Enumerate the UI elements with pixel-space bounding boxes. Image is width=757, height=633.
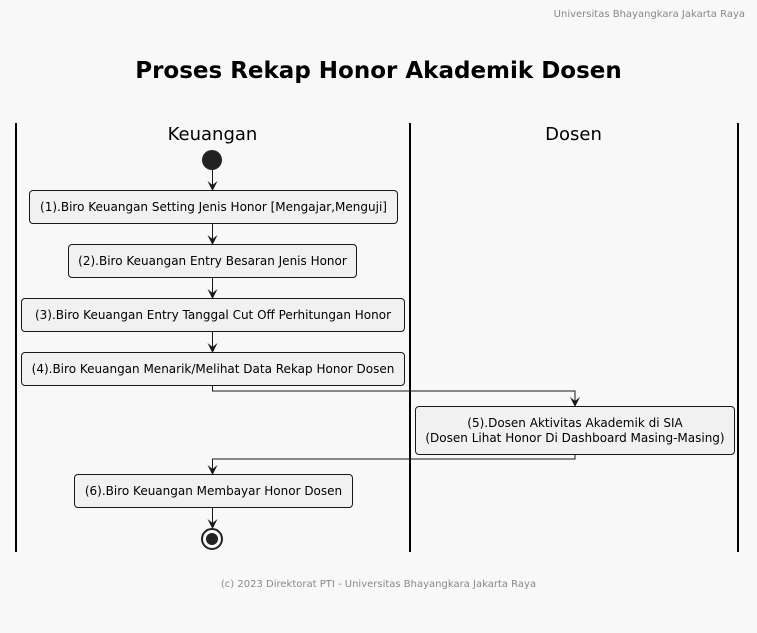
action-3-label: (3).Biro Keuangan Entry Tanggal Cut Off …	[34, 307, 392, 322]
action-3: (3).Biro Keuangan Entry Tanggal Cut Off …	[21, 298, 405, 332]
action-1-label: (1).Biro Keuangan Setting Jenis Honor [M…	[40, 199, 387, 214]
action-2: (2).Biro Keuangan Entry Besaran Jenis Ho…	[68, 244, 357, 278]
action-6: (6).Biro Keuangan Membayar Honor Dosen	[74, 474, 353, 508]
lane-title-dosen: Dosen	[545, 124, 602, 145]
footer-text: (c) 2023 Direktorat PTI - Universitas Bh…	[220, 579, 537, 590]
diagram-title: Proses Rekap Honor Akademik Dosen	[135, 58, 622, 84]
lane-title-keuangan: Keuangan	[167, 124, 258, 145]
start-node	[202, 150, 222, 170]
action-4-label: (4).Biro Keuangan Menarik/Melihat Data R…	[31, 361, 395, 376]
arrow-a5-to-a6	[207, 455, 576, 475]
end-node	[201, 528, 223, 550]
action-6-label: (6).Biro Keuangan Membayar Honor Dosen	[84, 483, 343, 498]
action-5-label-line-1: (5).Dosen Aktivitas Akademik di SIA	[467, 415, 683, 430]
action-5: (5).Dosen Aktivitas Akademik di SIA (Dos…	[415, 406, 735, 455]
action-1: (1).Biro Keuangan Setting Jenis Honor [M…	[29, 190, 398, 224]
action-5-label-line-2: (Dosen Lihat Honor Di Dashboard Masing-M…	[425, 430, 725, 445]
action-4: (4).Biro Keuangan Menarik/Melihat Data R…	[21, 352, 405, 386]
action-2-label: (2).Biro Keuangan Entry Besaran Jenis Ho…	[78, 253, 347, 268]
swimlane-divider-left	[15, 123, 17, 552]
swimlane-divider-middle	[409, 123, 411, 552]
header-text: Universitas Bhayangkara Jakarta Raya	[553, 9, 745, 20]
arrow-a4-to-a5	[212, 386, 580, 407]
swimlane-divider-right	[737, 123, 739, 552]
